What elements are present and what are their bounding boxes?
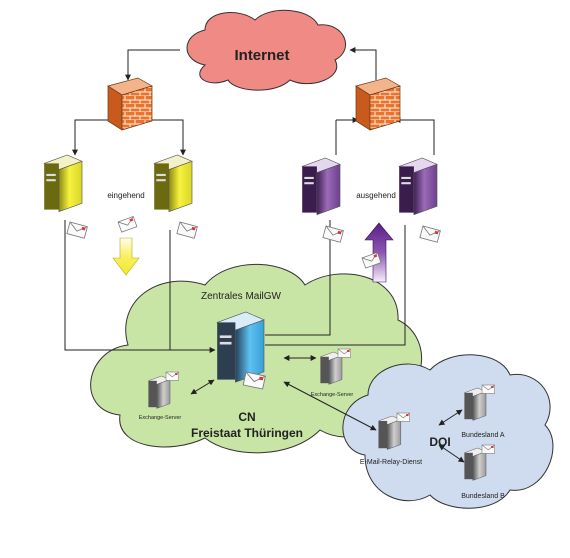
- server-icon: [377, 415, 402, 450]
- envelope-icon: [481, 384, 495, 394]
- central-gateway-label: Zentrales MailGW: [201, 291, 282, 302]
- state-b-label: Bundesland B: [461, 493, 505, 500]
- envelope-icon: [419, 225, 441, 243]
- internet-cloud: [186, 9, 346, 91]
- relay-service-label: E-Mail-Relay-Dienst: [360, 459, 422, 466]
- doi-label: DOI: [429, 435, 450, 449]
- firewall-icon: [107, 77, 153, 131]
- envelope-icon: [337, 348, 351, 358]
- incoming-label: eingehend: [107, 191, 144, 200]
- outgoing-arrow: [364, 222, 394, 283]
- envelope-icon: [165, 371, 179, 381]
- exchange-server-right-label: Exchange-Server: [311, 392, 354, 398]
- envelope-icon: [117, 216, 138, 233]
- envelope-icon: [396, 412, 410, 422]
- network-name-line2: Freistaat Thüringen: [191, 426, 303, 440]
- server-icon: [43, 154, 83, 213]
- server-icon: [216, 311, 265, 383]
- connections: [64, 47, 465, 463]
- envelope-icon: [322, 225, 344, 243]
- envelope-icon: [176, 221, 198, 239]
- envelope-icon: [66, 221, 88, 239]
- outgoing-label: ausgehend: [356, 191, 396, 200]
- network-name-line1: CN: [238, 410, 255, 424]
- firewall-icon: [355, 77, 401, 131]
- internet-label: Internet: [234, 47, 289, 64]
- server-icon: [301, 157, 341, 216]
- server-icon: [398, 157, 438, 216]
- exchange-server-left-label: Exchange-Server: [139, 415, 182, 421]
- server-icon: [463, 387, 487, 421]
- server-icon: [153, 154, 193, 213]
- doi-cloud: [342, 354, 554, 509]
- incoming-arrow: [112, 237, 140, 276]
- server-icon: [147, 375, 171, 409]
- state-a-label: Bundesland A: [461, 432, 505, 439]
- envelope-icon: [481, 444, 495, 454]
